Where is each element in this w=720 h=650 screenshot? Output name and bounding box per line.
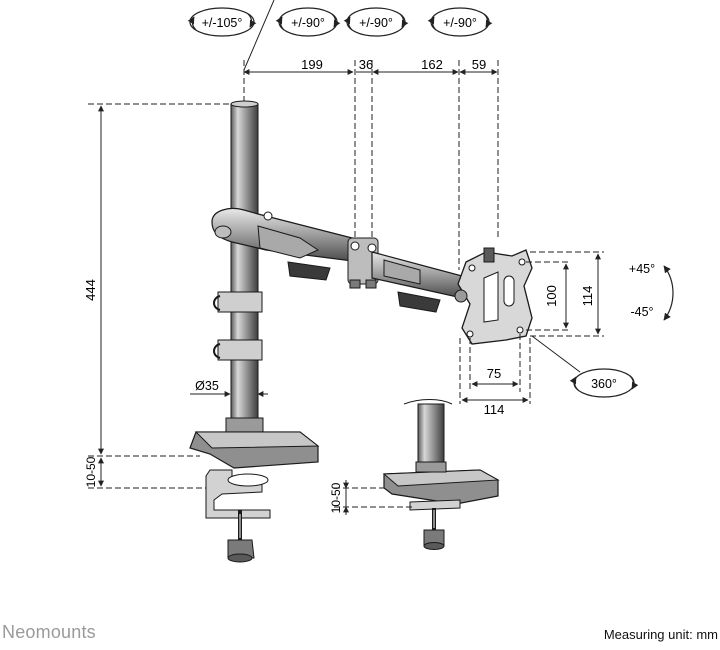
clamp-dimension-right [334,480,412,515]
leader-line [243,0,275,71]
dimension-199: 199 [301,57,323,72]
arm-elbow-joint [347,237,379,289]
dimension-162: 162 [421,57,443,72]
swivel-label: 360° [591,377,617,391]
mounting-pole [213,100,264,436]
rotation-indicator-1: +/-105° [187,7,257,37]
desk-base-right [382,399,500,550]
pole-diameter: Ø35 [195,379,219,393]
arm-first-segment [211,207,361,281]
swivel-leader-line [531,335,581,373]
tilt-indicator [663,265,674,321]
dimension-36: 36 [359,57,373,72]
rotation-indicator-2: +/-90° [275,7,341,37]
vesa-dimension-114-vertical: 114 [580,286,595,307]
vesa-dimension-100: 100 [544,285,559,307]
dimension-59: 59 [472,57,486,72]
rotation-label-4: +/-90° [443,16,477,30]
vesa-dimensions [459,251,604,404]
dimension-444: 444 [83,279,98,301]
desk-base-left [189,431,320,563]
top-dimension-chain [243,60,499,270]
swivel-indicator [569,368,639,398]
rotation-label-3: +/-90° [359,16,393,30]
tilt-down-label: -45° [630,305,653,319]
rotation-indicator-3: +/-90° [343,7,409,37]
arm-second-segment [371,251,463,313]
vesa-plate [454,247,533,345]
clamp-range-left: 10-50 [84,456,98,487]
rotation-indicator-4: +/-90° [427,7,493,37]
clamp-range-right: 10-50 [329,482,343,513]
vesa-dimension-114-horizontal: 114 [484,402,505,417]
rotation-label-1: +/-105° [202,16,243,30]
measuring-unit-note: Measuring unit: mm [603,627,718,642]
vesa-dimension-75: 75 [487,366,501,381]
tilt-up-label: +45° [629,262,655,276]
rotation-label-2: +/-90° [291,16,325,30]
clamp-dimension-left [88,457,210,489]
brand-logo-text: Neomounts [2,622,96,642]
height-dimension [88,103,244,457]
